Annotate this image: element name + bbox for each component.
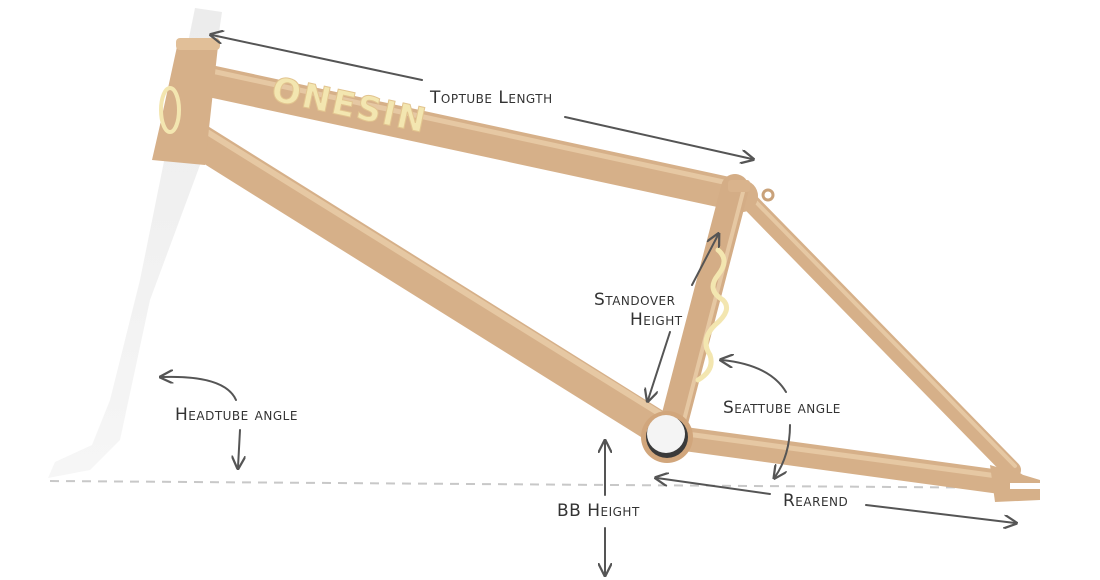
bb-height-annotation: BB Height xyxy=(557,442,640,574)
seattube-angle-annotation: Seattube angle xyxy=(722,360,841,477)
frame-logo: ONESIN xyxy=(268,70,431,142)
seat-tube xyxy=(658,174,749,444)
bottom-bracket xyxy=(641,411,693,463)
rearend-annotation: Rearend xyxy=(657,478,1015,523)
toptube-length-annotation: Toptube Length xyxy=(212,35,752,159)
headtube-angle-label: Headtube angle xyxy=(175,405,298,425)
toptube-length-label: Toptube Length xyxy=(429,88,553,108)
headtube-angle-annotation: Headtube angle xyxy=(162,377,298,467)
frame: ONESIN xyxy=(152,38,1040,502)
rearend-label: Rearend xyxy=(783,491,848,511)
top-tube xyxy=(189,64,758,212)
bb-height-label: BB Height xyxy=(557,501,640,521)
ground-line xyxy=(49,480,1036,489)
chain-stay xyxy=(658,425,1027,496)
seattube-angle-label: Seattube angle xyxy=(723,398,841,418)
standover-label-line1: Standover xyxy=(594,290,675,310)
seat-stay xyxy=(739,191,1021,479)
down-tube xyxy=(181,123,682,449)
standover-label-line2: Height xyxy=(630,310,683,330)
standover-height-annotation: Standover Height xyxy=(594,235,718,400)
